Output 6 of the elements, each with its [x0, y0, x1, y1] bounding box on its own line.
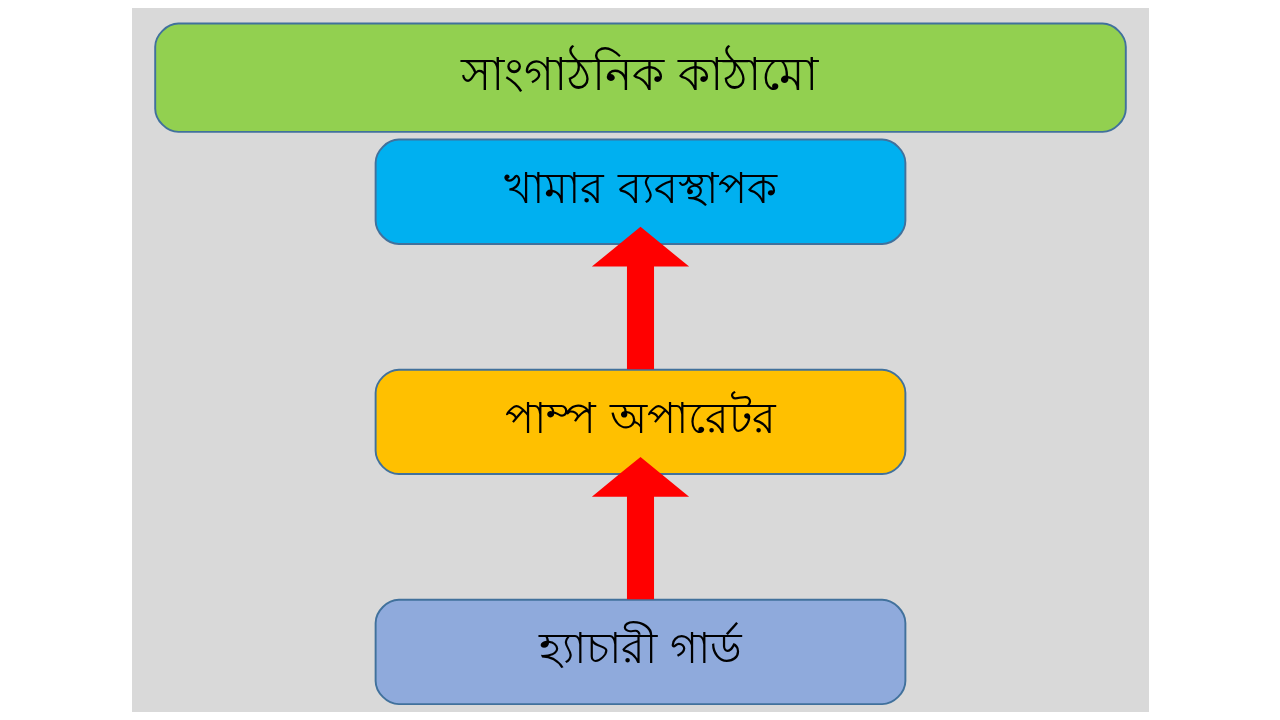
node-box: খামার ব্যবস্থাপক: [374, 138, 906, 245]
diagram-title: সাংগাঠনিক কাঠামো: [460, 46, 818, 101]
node-box: পাম্প অপারেটর: [374, 368, 906, 476]
arrow: [591, 456, 689, 600]
arrow: [591, 226, 689, 370]
node-box: হ্যাচারী গার্ড: [374, 598, 906, 706]
